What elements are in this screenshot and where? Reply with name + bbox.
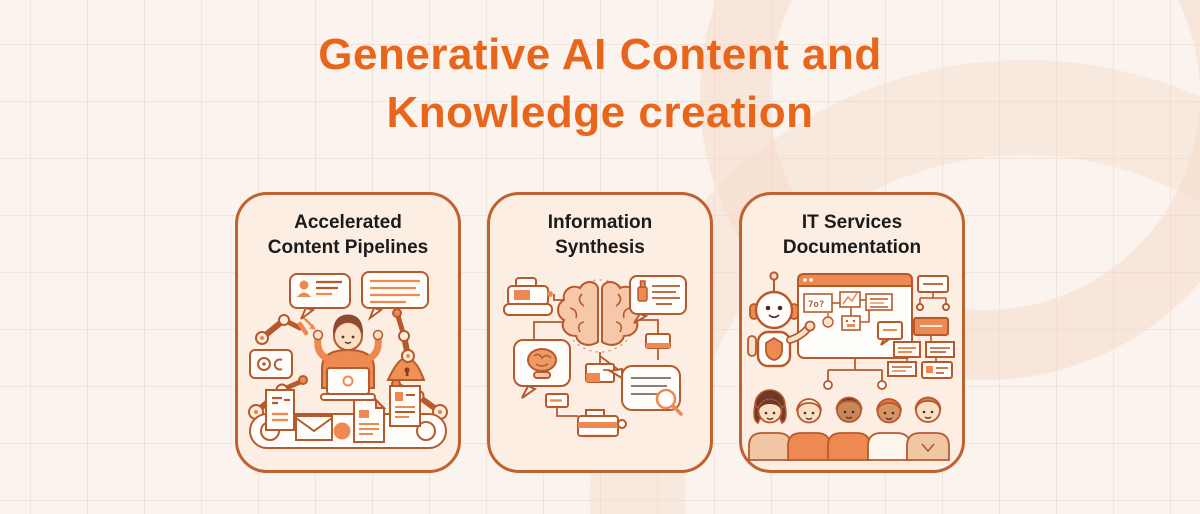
robotic-arm-icon bbox=[255, 314, 309, 346]
card-title-line2: Synthesis bbox=[555, 237, 645, 259]
laptop-icon bbox=[326, 367, 370, 396]
scanner-device-icon bbox=[503, 277, 553, 317]
camera-device-icon bbox=[249, 349, 293, 380]
envelope-icon bbox=[295, 415, 333, 442]
speech-bubble-marker-icon bbox=[629, 275, 687, 325]
person-icon bbox=[867, 398, 911, 462]
man-at-laptop-icon bbox=[312, 314, 384, 402]
audience-icon bbox=[748, 389, 950, 462]
card-title-line2: Documentation bbox=[782, 237, 922, 259]
page-title-line2: Knowledge creation bbox=[386, 88, 814, 138]
information-synthesis-illustration bbox=[503, 275, 687, 438]
card-title-line1: Accelerated bbox=[294, 212, 402, 233]
arrow-icon bbox=[303, 317, 316, 331]
card-accelerated-content-pipelines: Accelerated Content Pipelines bbox=[235, 192, 461, 473]
card-title-line2: Content Pipelines bbox=[267, 237, 429, 259]
document-icon bbox=[265, 389, 295, 432]
card-title: IT Services Documentation bbox=[742, 210, 962, 260]
page-title: Generative AI Content and Knowledge crea… bbox=[0, 0, 1200, 142]
robot-icon bbox=[747, 271, 816, 368]
search-result-bubble-icon bbox=[607, 365, 683, 416]
card-title: Accelerated Content Pipelines bbox=[238, 210, 458, 260]
document-icon bbox=[389, 385, 421, 428]
speech-bubble-brain-icon bbox=[513, 339, 571, 399]
card-row: Accelerated Content Pipelines bbox=[0, 192, 1200, 473]
card-title-line1: IT Services bbox=[801, 212, 903, 233]
flowchart-icon bbox=[877, 275, 955, 380]
screen-scribble-label: 7o? bbox=[808, 300, 824, 310]
person-icon bbox=[748, 389, 792, 462]
content-pipeline-illustration bbox=[248, 271, 448, 450]
document-icon bbox=[353, 397, 387, 444]
speech-bubble-person-icon bbox=[289, 273, 351, 320]
robot-presentation-illustration: 7o? bbox=[747, 271, 955, 462]
speech-bubble-text-icon bbox=[361, 271, 429, 322]
magnifier-icon bbox=[655, 388, 683, 416]
card-information-synthesis: Information Synthesis bbox=[487, 192, 713, 473]
tag-icon bbox=[545, 393, 569, 409]
memory-chip-icon bbox=[645, 333, 671, 350]
card-it-services-documentation: IT Services Documentation bbox=[739, 192, 965, 473]
flowchart-icon bbox=[823, 358, 887, 391]
robotic-arm-icon bbox=[386, 308, 426, 382]
page-title-line1: Generative AI Content and bbox=[318, 30, 882, 79]
card-title: Information Synthesis bbox=[490, 210, 710, 260]
card-title-line1: Information bbox=[547, 212, 653, 233]
person-icon bbox=[827, 396, 871, 462]
card-chip-icon bbox=[585, 363, 615, 384]
person-icon bbox=[787, 398, 831, 462]
person-icon bbox=[906, 396, 950, 462]
printer-icon bbox=[577, 409, 627, 438]
